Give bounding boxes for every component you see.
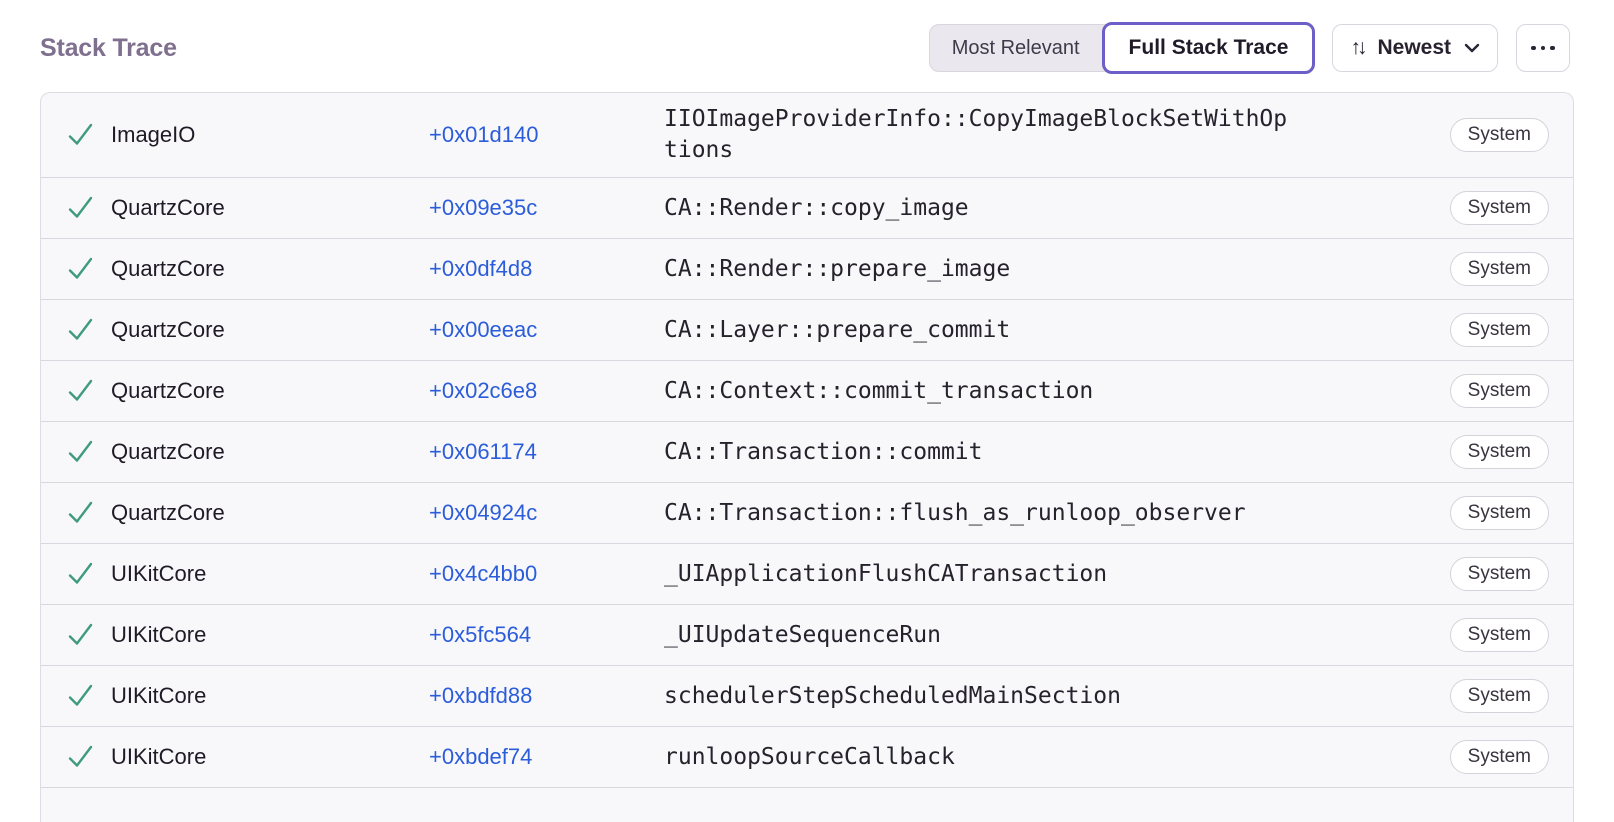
stack-frame-row[interactable]: UIKitCore +0xbdfd88 schedulerStepSchedul… [41, 666, 1573, 727]
frame-module: QuartzCore [111, 256, 225, 281]
frame-address-link[interactable]: +0x01d140 [429, 122, 539, 147]
check-icon [67, 122, 97, 148]
frame-address-link[interactable]: +0xbdef74 [429, 744, 533, 769]
frame-function: _UIApplicationFlushCATransaction [664, 560, 1108, 587]
frame-module: QuartzCore [111, 378, 225, 403]
system-badge: System [1449, 435, 1549, 469]
frame-address-link[interactable]: +0x04924c [429, 500, 538, 525]
frame-function: CA::Transaction::commit [664, 438, 983, 465]
frame-module: UIKitCore [111, 683, 207, 708]
frame-module: QuartzCore [111, 500, 225, 525]
check-icon [67, 317, 97, 343]
system-badge: System [1449, 679, 1549, 713]
chevron-down-icon [1464, 43, 1480, 53]
frame-address-link[interactable]: +0x02c6e8 [429, 378, 538, 403]
check-icon [67, 622, 97, 648]
stack-trace-header: Stack Trace Most Relevant Full Stack Tra… [40, 22, 1570, 74]
frame-function: CA::Context::commit_transaction [664, 377, 1094, 404]
frame-module: QuartzCore [111, 195, 225, 220]
frame-address-link[interactable]: +0x4c4bb0 [429, 561, 538, 586]
stack-frame-row[interactable]: UIKitCore +0x4c4bb0 _UIApplicationFlushC… [41, 544, 1573, 605]
system-badge: System [1449, 740, 1549, 774]
check-icon [67, 378, 97, 404]
frame-address-link[interactable]: +0x5fc564 [429, 622, 532, 647]
system-badge: System [1449, 496, 1549, 530]
sort-button-label: Newest [1377, 36, 1451, 59]
frame-function: _UIUpdateSequenceRun [664, 621, 941, 648]
frame-address-link[interactable]: +0x00eeac [429, 317, 538, 342]
frame-function: schedulerStepScheduledMainSection [664, 682, 1121, 709]
sort-button[interactable]: ↑↓ Newest [1332, 24, 1498, 72]
check-icon [67, 439, 97, 465]
stack-frame-row[interactable]: ImageIO +0x01d140 IIOImageProviderInfo::… [41, 93, 1573, 178]
system-badge: System [1449, 374, 1549, 408]
check-icon [67, 561, 97, 587]
frame-function: IIOImageProviderInfo::CopyImageBlockSetW… [664, 106, 1288, 163]
stack-frame-row[interactable]: UIKitCore +0x5fc564 _UIUpdateSequenceRun… [41, 605, 1573, 666]
stack-frame-row[interactable]: QuartzCore +0x061174 CA::Transaction::co… [41, 422, 1573, 483]
stack-frame-row[interactable]: QuartzCore +0x0df4d8 CA::Render::prepare… [41, 239, 1573, 300]
sort-arrows-icon: ↑↓ [1350, 36, 1367, 59]
check-icon [67, 195, 97, 221]
frame-address-link[interactable]: +0xbdfd88 [429, 683, 533, 708]
frame-module: UIKitCore [111, 622, 207, 647]
check-icon [67, 256, 97, 282]
system-badge: System [1449, 313, 1549, 347]
frame-address-link[interactable]: +0x0df4d8 [429, 256, 533, 281]
frame-module: ImageIO [111, 122, 196, 147]
check-icon [67, 744, 97, 770]
system-badge: System [1449, 118, 1549, 152]
view-toggle-full-stack-trace[interactable]: Full Stack Trace [1101, 22, 1316, 74]
stack-frame-row[interactable]: UIKitCore +0xbdef74 runloopSourceCallbac… [41, 727, 1573, 788]
stack-trace-list: ImageIO +0x01d140 IIOImageProviderInfo::… [40, 92, 1574, 822]
system-badge: System [1449, 618, 1549, 652]
view-toggle-group: Most Relevant Full Stack Trace [928, 22, 1316, 74]
ellipsis-icon [1531, 45, 1536, 51]
system-badge: System [1449, 557, 1549, 591]
view-toggle-most-relevant[interactable]: Most Relevant [951, 36, 1080, 59]
stack-frame-row[interactable]: QuartzCore +0x04924c CA::Transaction::fl… [41, 483, 1573, 544]
frame-module: UIKitCore [111, 561, 207, 586]
frame-function: runloopSourceCallback [664, 743, 955, 770]
check-icon [67, 500, 97, 526]
page-title: Stack Trace [40, 33, 177, 62]
more-options-button[interactable] [1516, 24, 1570, 72]
stack-frame-row[interactable]: QuartzCore +0x09e35c CA::Render::copy_im… [41, 178, 1573, 239]
frame-function: CA::Layer::prepare_commit [664, 316, 1011, 343]
stack-frame-row[interactable]: QuartzCore +0x00eeac CA::Layer::prepare_… [41, 300, 1573, 361]
frame-module: QuartzCore [111, 439, 225, 464]
stack-frame-row[interactable]: QuartzCore +0x02c6e8 CA::Context::commit… [41, 361, 1573, 422]
frame-address-link[interactable]: +0x061174 [429, 439, 537, 464]
frame-module: QuartzCore [111, 317, 225, 342]
frame-function: CA::Render::prepare_image [664, 255, 1011, 282]
frame-address-link[interactable]: +0x09e35c [429, 195, 538, 220]
system-badge: System [1449, 191, 1549, 225]
frame-function: CA::Render::copy_image [664, 194, 969, 221]
frame-module: UIKitCore [111, 744, 207, 769]
frame-function: CA::Transaction::flush_as_runloop_observ… [664, 499, 1246, 526]
system-badge: System [1449, 252, 1549, 286]
check-icon [67, 683, 97, 709]
toolbar: Most Relevant Full Stack Trace ↑↓ Newest [928, 22, 1570, 74]
